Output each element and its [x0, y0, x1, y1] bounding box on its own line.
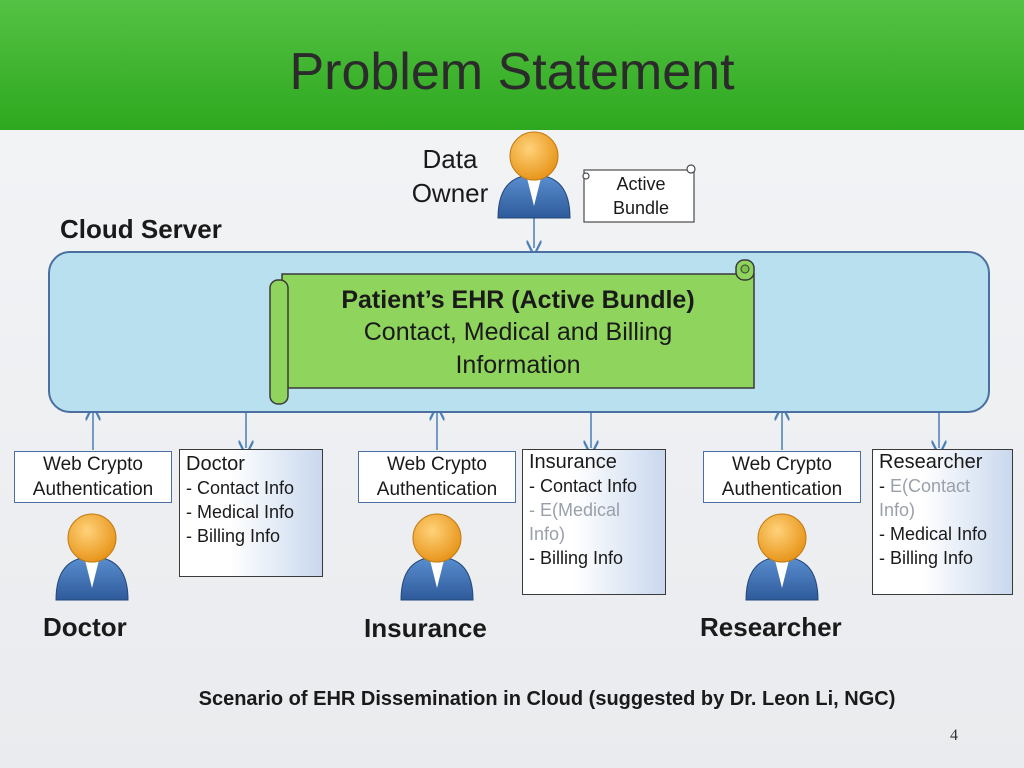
- insurance-perm-item-encrypted: Info): [529, 524, 566, 544]
- researcher-permissions-box: Researcher - E(Contact Info) - Medical I…: [872, 449, 1013, 595]
- researcher-permissions-head: Researcher: [879, 451, 983, 473]
- insurance-role-label: Insurance: [364, 613, 487, 643]
- insurance-permissions-head: Insurance: [529, 451, 617, 473]
- insurance-perm-item-encrypted: - E(Medical: [529, 500, 621, 520]
- insurance-person-icon: [400, 513, 474, 601]
- active-bundle-line2: Bundle: [612, 198, 670, 218]
- page-title: Problem Statement: [289, 43, 735, 101]
- caption: Scenario of EHR Dissemination in Cloud (…: [198, 688, 896, 710]
- doctor-role-label: Doctor: [43, 612, 127, 642]
- doctor-person-icon: [55, 513, 129, 601]
- doctor-auth-box: Web Crypto Authentication: [14, 451, 172, 503]
- page-number: 4: [950, 727, 958, 744]
- researcher-auth-line1: Web Crypto: [732, 454, 832, 475]
- active-bundle-label: Active Bundle: [586, 172, 696, 222]
- doctor-auth-line1: Web Crypto: [43, 454, 143, 475]
- researcher-auth-line2: Authentication: [721, 479, 843, 500]
- researcher-perm-item-encrypted: - E(Contact: [879, 474, 1006, 498]
- insurance-perm-item: - Contact Info: [529, 476, 638, 496]
- data-owner-line1: Data: [422, 144, 478, 174]
- active-bundle-line1: Active: [616, 174, 666, 194]
- researcher-perm-item: - Medical Info: [879, 524, 988, 544]
- doctor-auth-line2: Authentication: [32, 479, 154, 500]
- researcher-auth-box: Web Crypto Authentication: [703, 451, 861, 503]
- data-owner-label: Data Owner: [400, 142, 500, 210]
- researcher-role-label: Researcher: [700, 612, 842, 642]
- title-banner: [0, 0, 1024, 130]
- doctor-perm-item: - Medical Info: [186, 502, 295, 522]
- ehr-title: Patient’s EHR (Active Bundle): [341, 286, 695, 314]
- researcher-perm-item-encrypted: Info): [879, 500, 916, 520]
- doctor-perm-item: - Contact Info: [186, 478, 295, 498]
- doctor-perm-item: - Billing Info: [186, 526, 281, 546]
- ehr-line2: Information: [455, 351, 581, 379]
- ehr-text: Patient’s EHR (Active Bundle) Contact, M…: [290, 284, 746, 382]
- data-owner-line2: Owner: [411, 178, 489, 208]
- data-owner-person-icon: [497, 131, 571, 219]
- insurance-auth-line1: Web Crypto: [387, 454, 487, 475]
- insurance-perm-item: - Billing Info: [529, 548, 624, 568]
- researcher-person-icon: [745, 513, 819, 601]
- insurance-auth-line2: Authentication: [376, 479, 498, 500]
- active-bundle-scroll-icon: [582, 164, 696, 223]
- researcher-perm-dash: -: [879, 476, 890, 496]
- cloud-server-label: Cloud Server: [60, 214, 222, 244]
- doctor-permissions-head: Doctor: [186, 453, 245, 475]
- researcher-perm-encrypted-text: E(Contact: [890, 476, 971, 496]
- ehr-scroll-icon: [269, 259, 755, 405]
- doctor-permissions-box: Doctor - Contact Info - Medical Info - B…: [179, 449, 323, 577]
- ehr-line1: Contact, Medical and Billing: [363, 318, 673, 346]
- researcher-perm-item: - Billing Info: [879, 548, 974, 568]
- insurance-permissions-box: Insurance - Contact Info - E(Medical Inf…: [522, 449, 666, 595]
- insurance-auth-box: Web Crypto Authentication: [358, 451, 516, 503]
